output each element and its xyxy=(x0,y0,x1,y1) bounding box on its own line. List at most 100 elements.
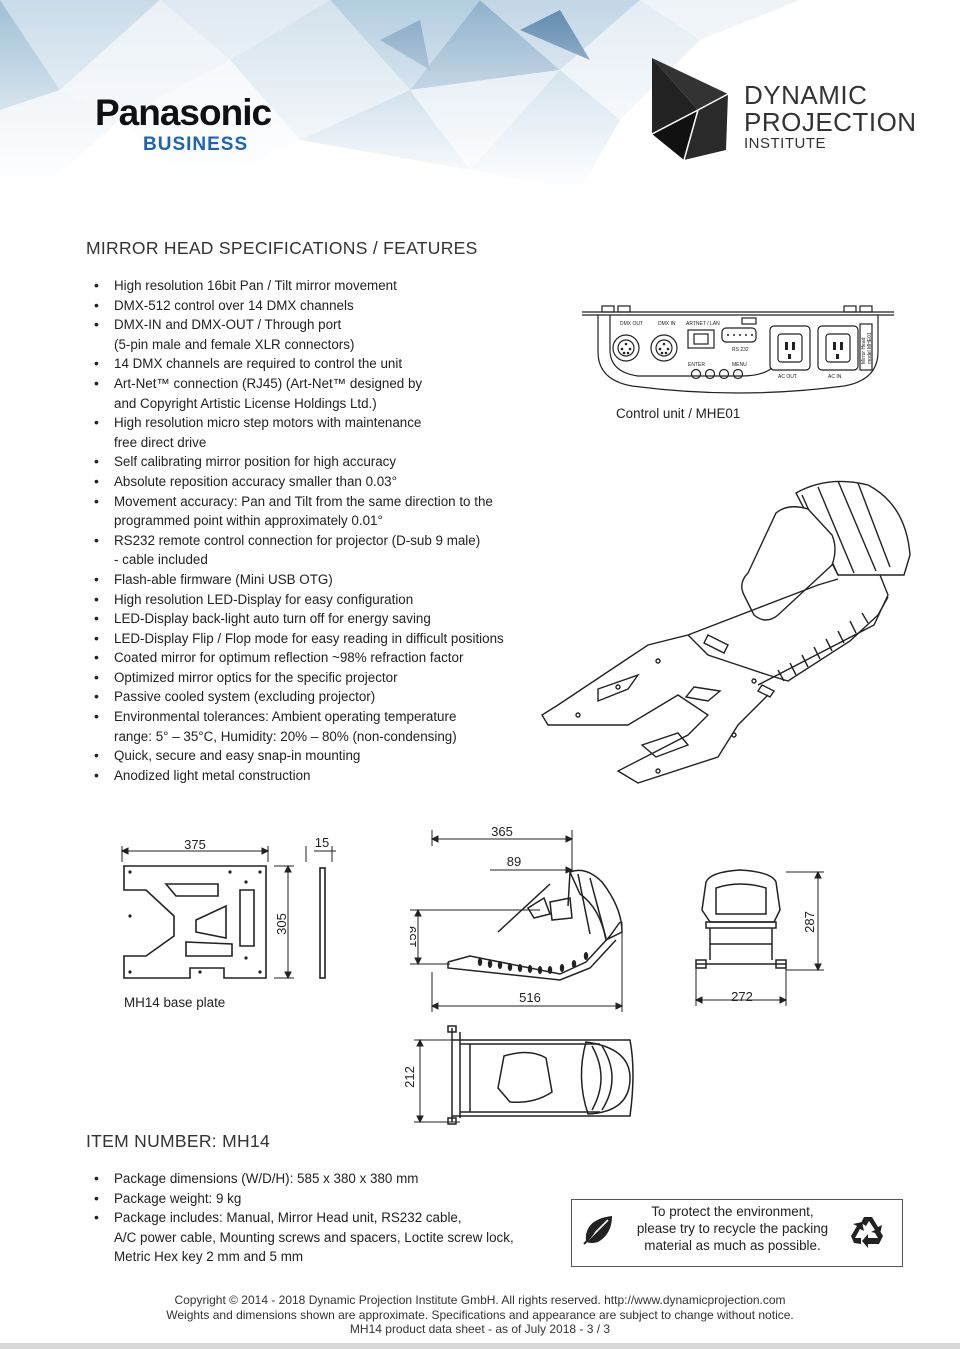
list-item-text: programmed point within approximately 0.… xyxy=(114,513,383,529)
list-item-text: Art-Net™ connection (RJ45) (Art-Net™ des… xyxy=(114,375,423,391)
list-item: High resolution micro step motors with m… xyxy=(86,413,546,452)
footer-page-info: MH14 product data sheet - as of July 201… xyxy=(349,1322,611,1336)
dim-516: 516 xyxy=(519,990,541,1005)
list-item: 14 DMX channels are required to control … xyxy=(86,354,546,374)
item-number-title: ITEM NUMBER: MH14 xyxy=(86,1131,271,1151)
list-item: Art-Net™ connection (RJ45) (Art-Net™ des… xyxy=(86,374,546,413)
footer-disclaimer: Weights and dimensions shown are approxi… xyxy=(166,1307,794,1322)
list-item: Flash-able firmware (Mini USB OTG) xyxy=(86,570,546,590)
list-item-text: LED-Display Flip / Flop mode for easy re… xyxy=(114,630,504,646)
control-unit-drawing: DMX OUT DMX IN ARTNET / LAN RS 232 ENTER… xyxy=(582,305,894,394)
list-item-text: Passive cooled system (excluding project… xyxy=(114,689,376,705)
list-item: Passive cooled system (excluding project… xyxy=(86,687,546,707)
mirror-head-isometric-drawing xyxy=(541,480,911,784)
list-item-text: High resolution 16bit Pan / Tilt mirror … xyxy=(114,278,397,293)
list-item: Optimized mirror optics for the specific… xyxy=(86,668,546,688)
eco-note-text: To protect the environment, please try t… xyxy=(620,1203,845,1254)
specs-title: MIRROR HEAD SPECIFICATIONS / FEATURES xyxy=(86,238,478,258)
label-side-1: Mirror Head xyxy=(861,337,867,364)
side-view-drawing: 365 89 159 516 xyxy=(410,824,624,1012)
header-background xyxy=(0,0,960,190)
list-item: Package weight: 9 kg xyxy=(86,1189,566,1209)
dim-15: 15 xyxy=(315,835,329,850)
list-item-text: High resolution micro step motors with m… xyxy=(114,415,422,431)
dim-159: 159 xyxy=(410,926,419,948)
dim-305: 305 xyxy=(274,913,289,935)
dpi-wordmark: DYNAMIC PROJECTION INSTITUTE xyxy=(744,82,917,152)
list-item-text: Package dimensions (W/D/H): 585 x 380 x … xyxy=(114,1171,419,1186)
list-item-text: Anodized light metal construction xyxy=(114,767,311,783)
dpi-line-1: DYNAMIC xyxy=(744,80,868,110)
list-item: Environmental tolerances: Ambient operat… xyxy=(86,707,546,746)
specs-list: High resolution 16bit Pan / Tilt mirror … xyxy=(86,276,546,785)
list-item-text: and Copyright Artistic License Holdings … xyxy=(114,395,377,411)
list-item-text: A/C power cable, Mounting screws and spa… xyxy=(114,1229,514,1245)
list-item: Package includes: Manual, Mirror Head un… xyxy=(86,1208,566,1267)
list-item: High resolution 16bit Pan / Tilt mirror … xyxy=(86,276,546,296)
eco-line-1: To protect the environment, xyxy=(651,1204,814,1219)
list-item-text: Environmental tolerances: Ambient operat… xyxy=(114,709,457,725)
eco-line-3: material as much as possible. xyxy=(644,1238,821,1253)
footer: Copyright © 2014 - 2018 Dynamic Projecti… xyxy=(0,1293,960,1337)
list-item-text: Absolute reposition accuracy smaller tha… xyxy=(114,473,397,489)
label-menu: MENU xyxy=(732,362,747,368)
list-item: Coated mirror for optimum reflection ~98… xyxy=(86,648,546,668)
bottom-bar xyxy=(0,1343,960,1349)
dim-287: 287 xyxy=(802,911,817,933)
dim-89: 89 xyxy=(507,854,521,869)
list-item-text: Package includes: Manual, Mirror Head un… xyxy=(114,1210,462,1226)
eco-line-2: please try to recycle the packing xyxy=(636,1221,829,1236)
eco-note-box xyxy=(571,1199,903,1267)
list-item-text: range: 5° – 35°C, Humidity: 20% – 80% (n… xyxy=(114,728,457,744)
front-view-drawing: 272 287 xyxy=(694,869,824,1006)
list-item: LED-Display back-light auto turn off for… xyxy=(86,609,546,629)
label-rs232: RS 232 xyxy=(732,347,749,353)
dim-365: 365 xyxy=(491,824,513,839)
dpi-line-2: PROJECTION xyxy=(744,107,917,137)
leaf-icon xyxy=(583,1216,612,1245)
list-item-text: LED-Display back-light auto turn off for… xyxy=(114,611,431,627)
list-item: High resolution LED-Display for easy con… xyxy=(86,590,546,610)
list-item-text: High resolution LED-Display for easy con… xyxy=(114,591,414,607)
label-side-2: model MHE01 xyxy=(867,332,873,364)
list-item-text: Self calibrating mirror position for hig… xyxy=(114,454,397,470)
list-item: RS232 remote control connection for proj… xyxy=(86,531,546,570)
recycle-icon xyxy=(851,1217,883,1248)
list-item: LED-Display Flip / Flop mode for easy re… xyxy=(86,629,546,649)
dpi-line-3: INSTITUTE xyxy=(744,135,826,152)
list-item-text: Quick, secure and easy snap-in mounting xyxy=(114,748,361,764)
dim-272: 272 xyxy=(731,989,753,1004)
list-item-text: 14 DMX channels are required to control … xyxy=(114,356,403,372)
list-item: Anodized light metal construction xyxy=(86,766,546,786)
top-view-drawing: 212 xyxy=(402,1025,634,1125)
list-item-text: DMX-512 control over 14 DMX channels xyxy=(114,297,354,313)
list-item-text: (5-pin male and female XLR connectors) xyxy=(114,336,355,352)
list-item-text: Metric Hex key 2 mm and 5 mm xyxy=(114,1249,303,1265)
dim-212: 212 xyxy=(402,1066,417,1088)
label-dmx-in: DMX IN xyxy=(658,321,676,327)
base-plate-caption: MH14 base plate xyxy=(124,995,226,1010)
base-plate-drawing: 375 15 305 xyxy=(120,835,336,980)
control-unit-caption: Control unit / MHE01 xyxy=(616,406,741,421)
label-artnet: ARTNET / LAN xyxy=(686,321,720,327)
footer-copyright: Copyright © 2014 - 2018 Dynamic Projecti… xyxy=(174,1293,786,1307)
list-item: Package dimensions (W/D/H): 585 x 380 x … xyxy=(86,1169,566,1189)
list-item: DMX-IN and DMX-OUT / Through port (5-pin … xyxy=(86,315,546,354)
list-item-text: DMX-IN and DMX-OUT / Through port xyxy=(114,317,342,333)
dim-375: 375 xyxy=(184,837,206,852)
list-item: Absolute reposition accuracy smaller tha… xyxy=(86,472,546,492)
panasonic-business-label: BUSINESS xyxy=(143,134,249,155)
panasonic-logo: Panasonic xyxy=(95,92,272,133)
label-dmx-out: DMX OUT xyxy=(620,321,643,327)
list-item-text: Coated mirror for optimum reflection ~98… xyxy=(114,650,464,666)
list-item-text: - cable included xyxy=(114,552,208,568)
label-ac-in: AC IN xyxy=(828,374,842,380)
label-ac-out: AC OUT xyxy=(778,374,797,380)
list-item-text: Flash-able firmware (Mini USB OTG) xyxy=(114,571,333,587)
dpi-logo-icon xyxy=(651,58,729,161)
list-item: Movement accuracy: Pan and Tilt from the… xyxy=(86,492,546,531)
list-item-text: free direct drive xyxy=(114,434,207,450)
list-item-text: Package weight: 9 kg xyxy=(114,1190,242,1206)
list-item: Quick, secure and easy snap-in mounting xyxy=(86,746,546,766)
package-list: Package dimensions (W/D/H): 585 x 380 x … xyxy=(86,1169,566,1267)
